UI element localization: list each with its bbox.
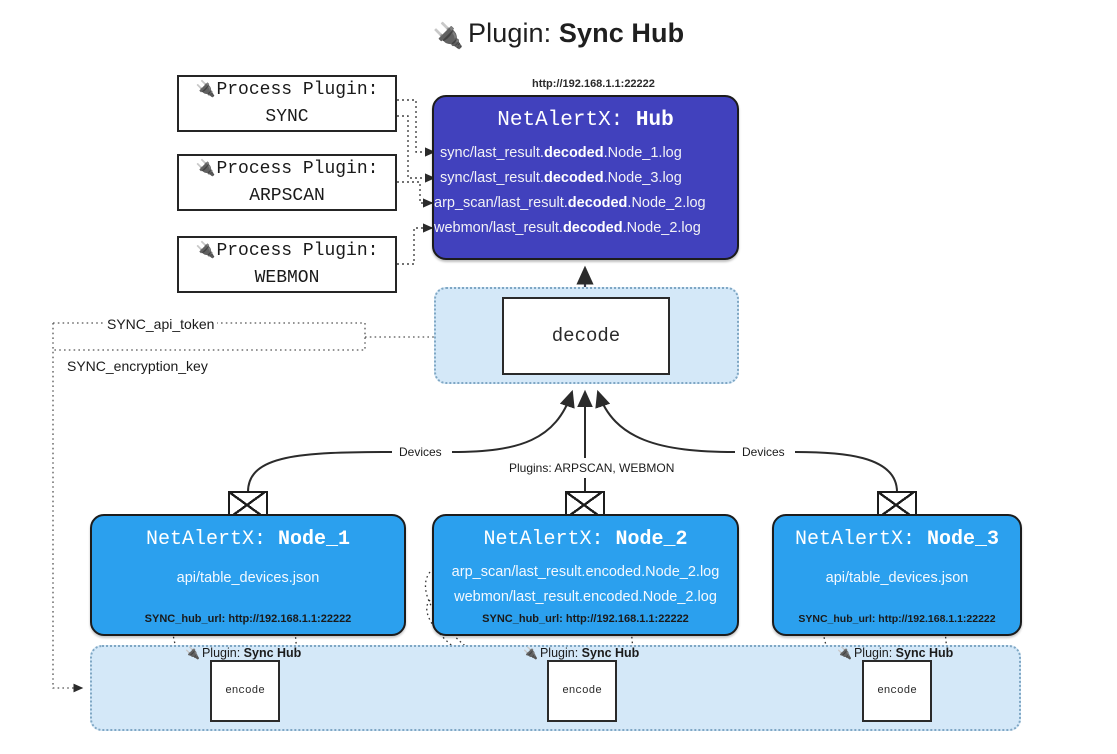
hub-log-entry: arp_scan/last_result.decoded.Node_2.log [434,191,737,216]
node-title: NetAlertX: Node_3 [774,528,1020,551]
plug-icon: 🔌 [195,81,216,99]
wire-arpscan-to-log3 [397,181,434,208]
log-pre: webmon/last_result. [434,220,563,236]
hub-url-label: http://192.168.1.1:22222 [532,78,655,90]
caption-name: Sync Hub [581,646,640,660]
log-post: .Node_3.log [603,170,682,186]
process-plugin-sync[interactable]: 🔌Process Plugin: SYNC [177,75,397,132]
node-title-name: Node_2 [615,528,688,551]
plug-icon: 🔌 [195,242,216,260]
process-plugin-caption: Process Plugin: [216,159,379,180]
encoder-caption-2: 🔌Plugin: Sync Hub [523,646,639,660]
encode-box-3[interactable]: encode [862,660,932,722]
node-title-prefix: NetAlertX: [145,528,266,551]
node-line: arp_scan/last_result.encoded.Node_2.log [451,564,720,580]
log-mid: decoded [567,195,628,211]
page-title-prefix: Plugin: [468,18,552,48]
setting-api-token: SYNC_api_token [104,316,218,332]
node-line-list: arp_scan/last_result.encoded.Node_2.log … [434,560,737,610]
process-plugin-name: SYNC [265,106,309,127]
page-title-name: Sync Hub [558,18,685,48]
process-plugin-name: ARPSCAN [249,185,325,206]
hub-title-prefix: NetAlertX: [497,109,624,132]
hub-log-entry: sync/last_result.decoded.Node_3.log [434,166,737,191]
caption-name: Sync Hub [243,646,302,660]
node-title: NetAlertX: Node_2 [434,528,737,551]
encoder-caption-3: 🔌Plugin: Sync Hub [837,646,953,660]
node-hub-url: SYNC_hub_url: http://192.168.1.1:22222 [482,613,689,625]
caption-prefix: Plugin: [853,646,893,660]
encoder-caption-1: 🔌Plugin: Sync Hub [185,646,301,660]
encode-box-1[interactable]: encode [210,660,280,722]
process-plugin-webmon[interactable]: 🔌Process Plugin: WEBMON [177,236,397,293]
node-line-list: api/table_devices.json [92,566,404,591]
plug-icon: 🔌 [523,646,538,660]
caption-name: Sync Hub [895,646,954,660]
node-title-name: Node_3 [927,528,1000,551]
wire-node1-to-decode-b [451,389,575,453]
node-hub-url: SYNC_hub_url: http://192.168.1.1:22222 [144,613,352,625]
plug-icon: 🔌 [432,22,465,50]
hub-title: NetAlertX: Hub [434,109,737,132]
log-pre: sync/last_result. [440,145,544,161]
node-1[interactable]: NetAlertX: Node_1 api/table_devices.json… [90,514,406,636]
process-plugin-caption: Process Plugin: [216,80,379,101]
hub-log-entry: webmon/last_result.decoded.Node_2.log [434,216,737,241]
hub-title-name: Hub [635,109,674,132]
process-plugin-caption: Process Plugin: [216,241,379,262]
log-mid: decoded [562,220,623,236]
plug-icon: 🔌 [837,646,852,660]
caption-prefix: Plugin: [539,646,579,660]
plug-icon: 🔌 [185,646,200,660]
hub-log-list: sync/last_result.decoded.Node_1.log sync… [434,141,737,241]
process-plugin-name: WEBMON [254,267,320,288]
node-line: api/table_devices.json [176,570,320,586]
wire-node3-to-decode-b [595,389,736,453]
log-post: .Node_2.log [622,220,701,236]
wire-node1-to-decode-a [247,451,393,493]
process-plugin-arpscan[interactable]: 🔌Process Plugin: ARPSCAN [177,154,397,211]
encode-box-2[interactable]: encode [547,660,617,722]
node-2[interactable]: NetAlertX: Node_2 arp_scan/last_result.e… [432,514,739,636]
node-title-prefix: NetAlertX: [483,528,604,551]
node-hub-url: SYNC_hub_url: http://192.168.1.1:22222 [798,613,996,625]
edge-label-devices-right: Devices [739,445,788,459]
plug-icon: 🔌 [195,160,216,178]
wire-settings-to-encoders [52,323,84,693]
node-line-list: api/table_devices.json [774,566,1020,591]
wire-webmon-to-log4 [397,223,434,265]
wire-sync-to-log1 [397,99,436,157]
node-line: api/table_devices.json [825,570,969,586]
page-title: 🔌Plugin: Sync Hub [0,18,1117,50]
log-pre: arp_scan/last_result. [434,195,568,211]
hub-log-entry: sync/last_result.decoded.Node_1.log [434,141,737,166]
node-title-prefix: NetAlertX: [794,528,915,551]
wire-node3-to-decode-a [794,451,898,493]
setting-encryption-key: SYNC_encryption_key [64,358,211,374]
decode-box[interactable]: decode [502,297,670,375]
caption-prefix: Plugin: [201,646,241,660]
node-3[interactable]: NetAlertX: Node_3 api/table_devices.json… [772,514,1022,636]
log-post: .Node_2.log [627,195,706,211]
log-mid: decoded [543,170,604,186]
hub-node[interactable]: NetAlertX: Hub sync/last_result.decoded.… [432,95,739,260]
node-title-name: Node_1 [278,528,351,551]
log-mid: decoded [543,145,604,161]
log-pre: sync/last_result. [440,170,544,186]
log-post: .Node_1.log [603,145,682,161]
edge-label-devices-left: Devices [396,445,445,459]
edge-label-plugins-mid: Plugins: ARPSCAN, WEBMON [506,461,678,475]
node-title: NetAlertX: Node_1 [92,528,404,551]
node-line: webmon/last_result.encoded.Node_2.log [454,589,717,605]
wire-sync-to-log2 [397,115,436,183]
